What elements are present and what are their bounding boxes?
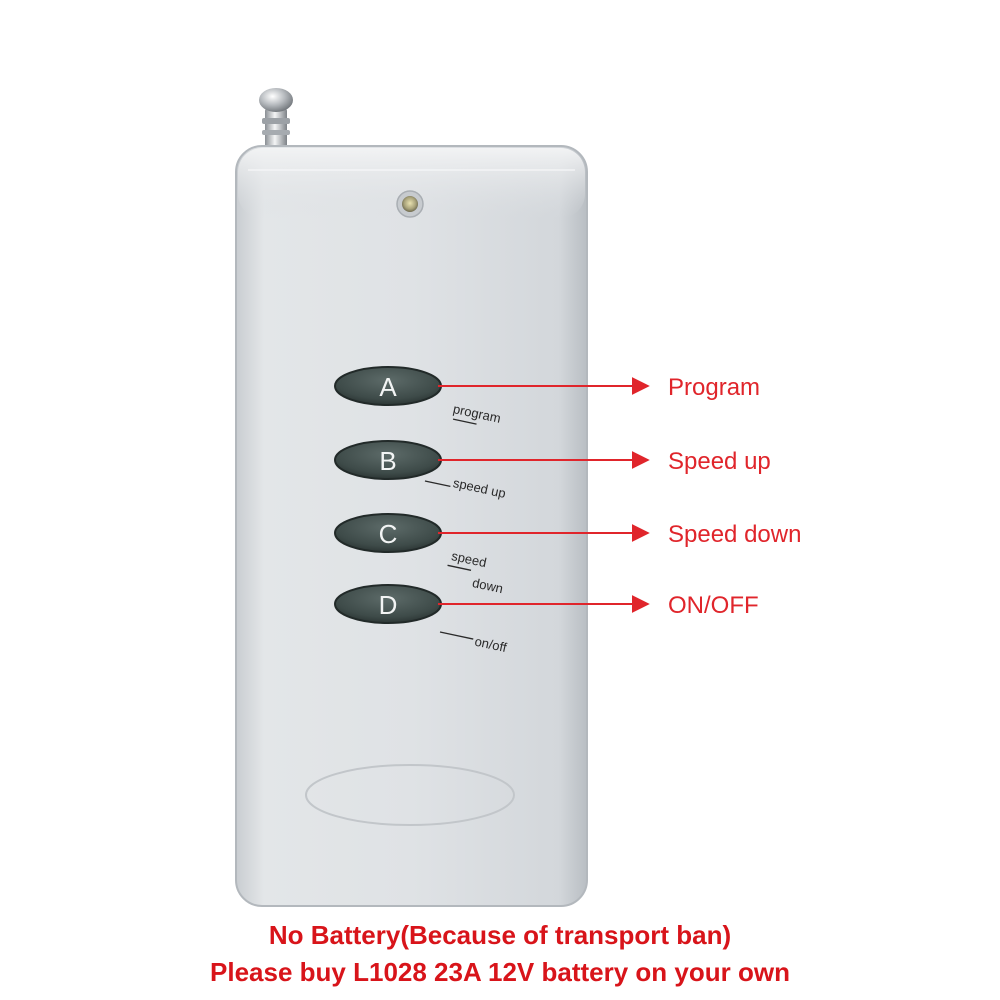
- battery-purchase-notice: Please buy L1028 23A 12V battery on your…: [210, 957, 790, 987]
- callout-label-speed-up: Speed up: [668, 448, 771, 475]
- battery-cover-outline: [305, 764, 515, 826]
- button-c-letter: C: [379, 519, 398, 549]
- button-b-letter: B: [379, 446, 396, 476]
- antenna: [259, 88, 293, 150]
- led-indicator: [396, 190, 424, 218]
- button-d-letter: D: [379, 590, 398, 620]
- button-c[interactable]: C: [334, 513, 442, 553]
- no-battery-notice: No Battery(Because of transport ban): [268, 920, 732, 950]
- button-d-caption-text: on/off: [473, 634, 508, 655]
- callout-label-on-off: ON/OFF: [668, 592, 759, 619]
- button-c-caption: speed down: [447, 548, 505, 596]
- button-c-caption-line1: speed: [450, 548, 488, 570]
- antenna-knob: [259, 88, 293, 112]
- callout-label-speed-down: Speed down: [668, 521, 801, 548]
- button-d-caption: on/off: [439, 631, 508, 655]
- callout-label-program: Program: [668, 374, 760, 401]
- button-a-letter: A: [379, 372, 397, 402]
- button-a[interactable]: A: [334, 366, 442, 406]
- button-b[interactable]: B: [334, 440, 442, 480]
- button-d[interactable]: D: [334, 584, 442, 624]
- button-c-caption-line2: down: [471, 575, 505, 596]
